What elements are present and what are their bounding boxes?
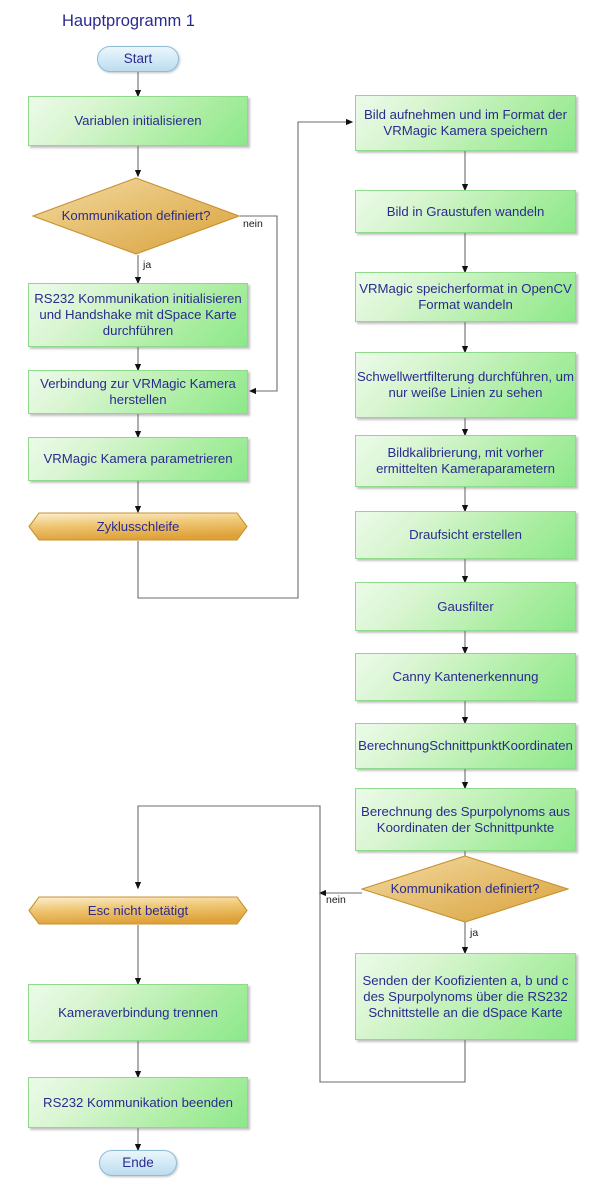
node-end[interactable]: Ende: [99, 1150, 177, 1176]
page-title: Hauptprogramm 1: [62, 12, 195, 30]
node-decision-communication-2-label: Kommunikation definiert?: [390, 881, 540, 896]
node-camera-disconnect[interactable]: Kameraverbindung trennen: [28, 984, 248, 1041]
node-rs232-end[interactable]: RS232 Kommunikation beenden: [28, 1077, 248, 1128]
node-loop-start-label: Zyklusschleife: [96, 519, 180, 534]
edge-label-decision2-yes: ja: [470, 927, 479, 939]
node-topview[interactable]: Draufsicht erstellen: [355, 511, 576, 559]
node-decision-communication-2[interactable]: Kommunikation definiert?: [360, 855, 570, 923]
node-format-convert[interactable]: VRMagic speicherformat in OpenCV Format …: [355, 272, 576, 322]
node-esc-not-pressed-label: Esc nicht betätigt: [87, 903, 189, 918]
node-init-variables[interactable]: Variablen initialisieren: [28, 96, 248, 146]
node-decision-communication-1[interactable]: Kommunikation definiert?: [31, 177, 241, 255]
edge-label-decision2-no: nein: [326, 894, 346, 906]
node-calibrate[interactable]: Bildkalibrierung, mit vorher ermittelten…: [355, 435, 576, 487]
node-rs232-init[interactable]: RS232 Kommunikation initialisieren und H…: [28, 283, 248, 347]
node-start[interactable]: Start: [97, 46, 179, 72]
edge-label-decision1-yes: ja: [143, 259, 152, 271]
node-polynom-calc[interactable]: Berechnung des Spurpolynoms aus Koordina…: [355, 788, 576, 851]
node-capture-image[interactable]: Bild aufnehmen und im Format der VRMagic…: [355, 95, 576, 151]
node-loop-start[interactable]: Zyklusschleife: [28, 512, 248, 541]
node-send-coefficients[interactable]: Senden der Koofizienten a, b und c des S…: [355, 953, 576, 1040]
edge-label-decision1-no: nein: [243, 218, 263, 230]
node-intersection-calc[interactable]: BerechnungSchnittpunktKoordinaten: [355, 723, 576, 769]
node-decision-communication-1-label: Kommunikation definiert?: [61, 208, 211, 223]
node-to-grayscale[interactable]: Bild in Graustufen wandeln: [355, 190, 576, 233]
node-esc-not-pressed[interactable]: Esc nicht betätigt: [28, 896, 248, 925]
node-threshold[interactable]: Schwellwertfilterung durchführen, um nur…: [355, 352, 576, 418]
node-camera-connect[interactable]: Verbindung zur VRMagic Kamera herstellen: [28, 370, 248, 414]
node-gauss[interactable]: Gausfilter: [355, 582, 576, 631]
node-camera-parametrieren[interactable]: VRMagic Kamera parametrieren: [28, 437, 248, 481]
node-canny[interactable]: Canny Kantenerkennung: [355, 653, 576, 701]
